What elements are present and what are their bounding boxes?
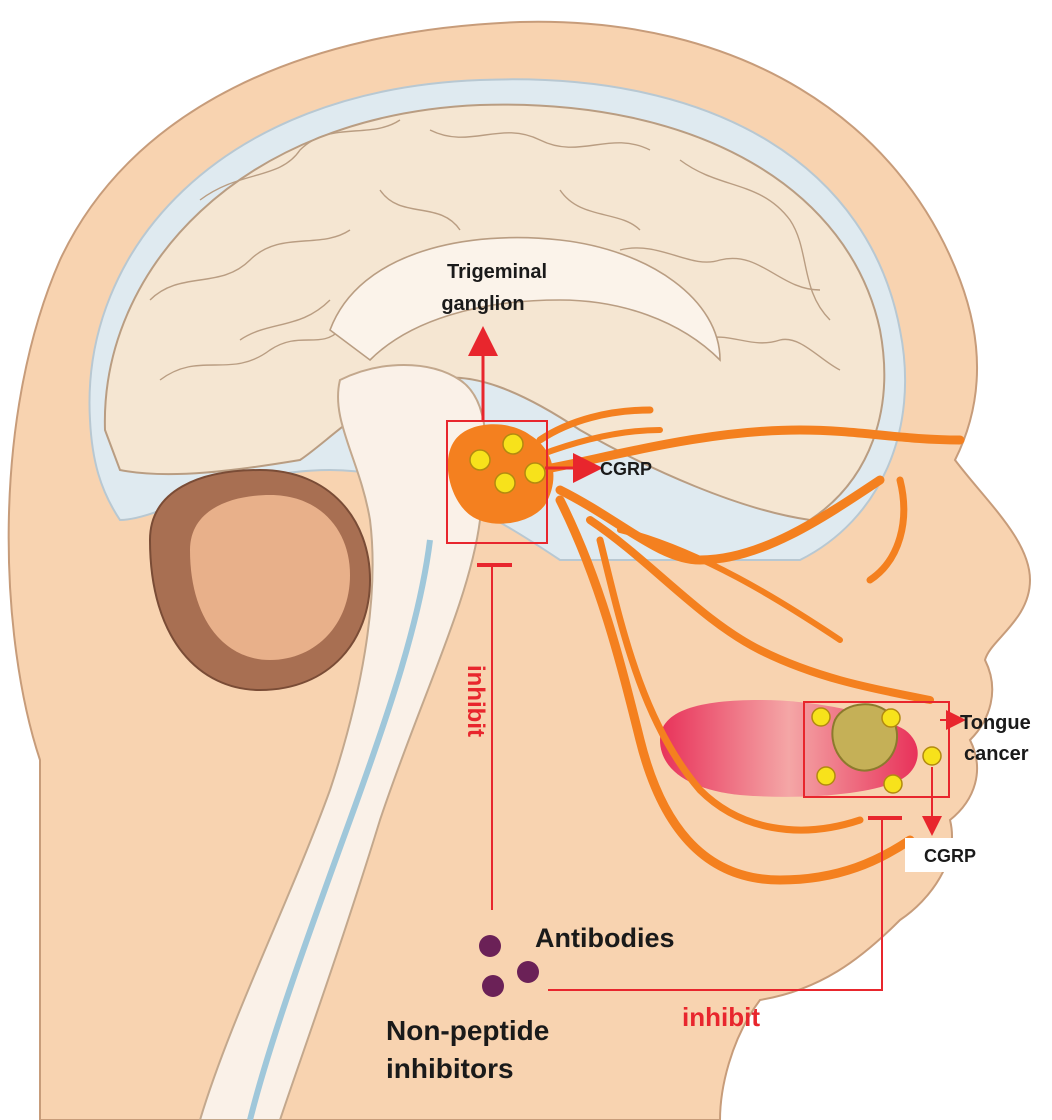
label-nonpeptide-line2: inhibitors xyxy=(386,1053,514,1084)
label-cgrp-bottom: CGRP xyxy=(924,846,976,866)
label-tongue-line2: cancer xyxy=(964,743,1029,765)
label-trigeminal-line2: ganglion xyxy=(441,293,524,315)
label-antibodies: Antibodies xyxy=(535,923,675,953)
label-cgrp-top: CGRP xyxy=(600,459,652,479)
label-trigeminal-line1: Trigeminal xyxy=(447,261,547,283)
label-tongue-line1: Tongue xyxy=(960,712,1031,734)
label-inhibit-horizontal: inhibit xyxy=(682,1002,760,1032)
label-inhibit-vertical: inhibit xyxy=(462,665,489,737)
label-nonpeptide-line1: Non-peptide xyxy=(386,1015,549,1046)
